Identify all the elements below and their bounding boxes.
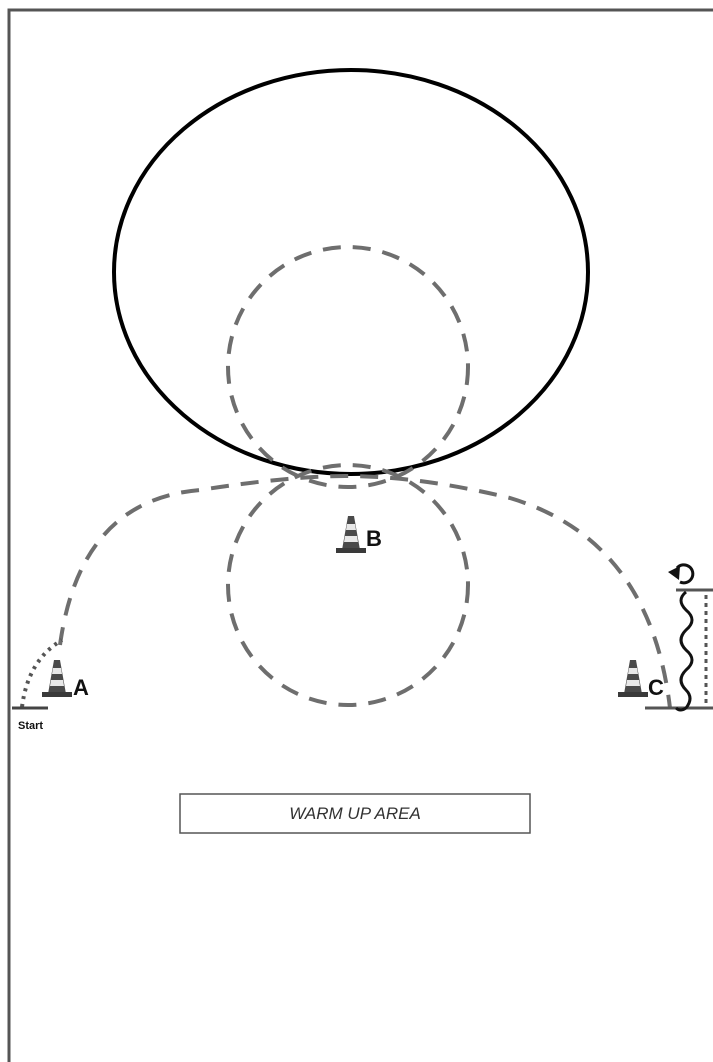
cone-c-label: C	[648, 675, 664, 700]
cone-a-label: A	[73, 675, 89, 700]
rotate-arrow-icon	[668, 563, 695, 585]
lower-dashed-circle-path	[226, 463, 470, 707]
dashed-arch-path	[58, 473, 672, 709]
dotted-start-path	[20, 638, 64, 708]
start-label: Start	[18, 720, 43, 732]
warm-up-area-label: WARM UP AREA	[289, 804, 421, 823]
cone-c: C	[618, 660, 664, 700]
traffic-cone-icon	[42, 660, 72, 697]
traffic-cone-icon	[618, 660, 648, 697]
cone-b: B	[336, 516, 382, 553]
warm-up-area-box	[179, 793, 531, 834]
traffic-cone-icon	[336, 516, 366, 553]
upper-dashed-circle-path	[226, 245, 470, 489]
cone-a: A	[42, 660, 89, 700]
arena-border	[7, 8, 713, 1062]
cone-b-label: B	[366, 526, 382, 551]
wavy-line-icon	[674, 590, 694, 712]
large-solid-circle-path	[112, 68, 590, 476]
